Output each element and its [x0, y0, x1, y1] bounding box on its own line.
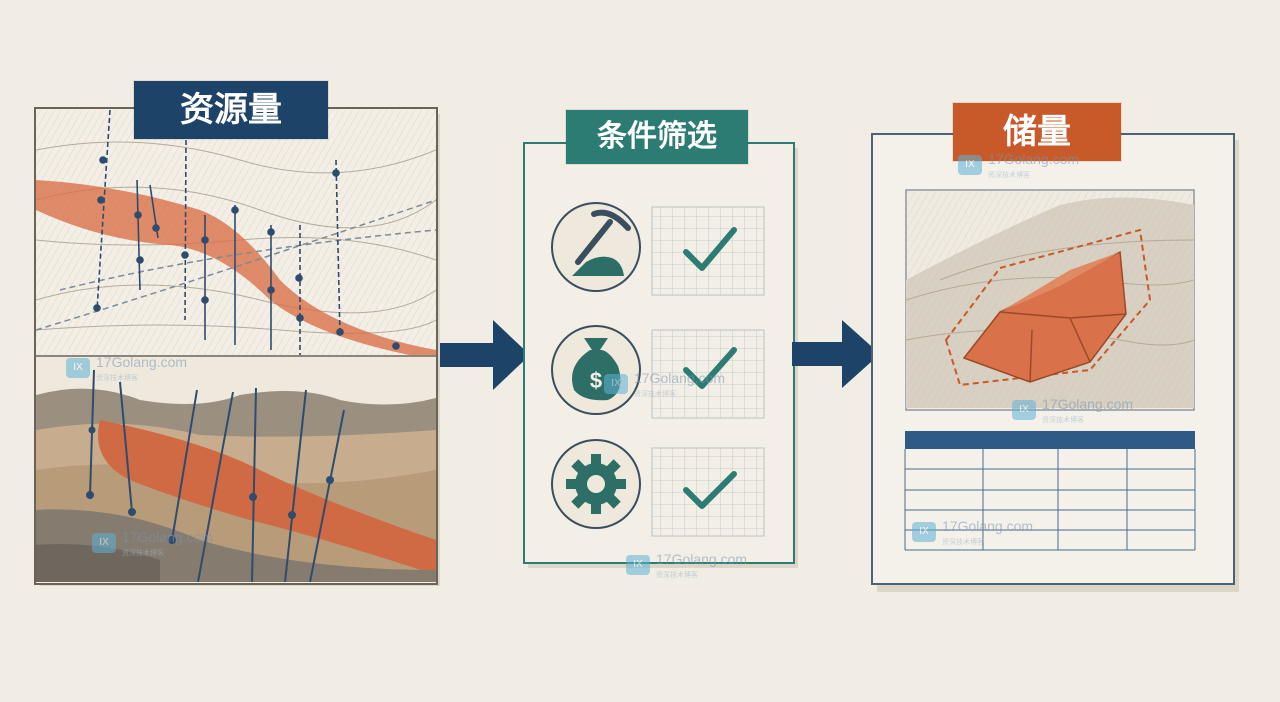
strata-cross-section — [36, 357, 436, 582]
flow-arrow-2 — [792, 320, 880, 388]
resource-panel — [34, 107, 440, 586]
cross-section-drillholes — [36, 110, 436, 355]
reserve-panel — [871, 133, 1239, 592]
check-icon — [683, 227, 737, 271]
resource-title: 资源量 — [134, 81, 328, 139]
ore-body-top — [36, 180, 436, 355]
orebody-3d-view — [906, 190, 1194, 408]
check-icon — [683, 347, 737, 389]
svg-text:$: $ — [590, 368, 602, 393]
flow-arrow-1 — [440, 320, 530, 390]
filter-title: 条件筛选 — [566, 110, 748, 164]
reserve-table — [904, 431, 1196, 551]
check-icon — [683, 471, 737, 509]
criterion-technical — [551, 439, 765, 537]
reserve-block — [962, 250, 1127, 383]
filter-panel: $ — [523, 142, 798, 568]
gear-icon — [566, 454, 626, 514]
reserve-boundary — [944, 228, 1152, 387]
ore-body-bottom — [98, 420, 436, 575]
pickaxe-ore-icon — [572, 209, 631, 276]
criterion-economic: $ — [551, 325, 765, 419]
criterion-mining — [551, 202, 765, 296]
reserve-title: 储量 — [953, 103, 1121, 161]
